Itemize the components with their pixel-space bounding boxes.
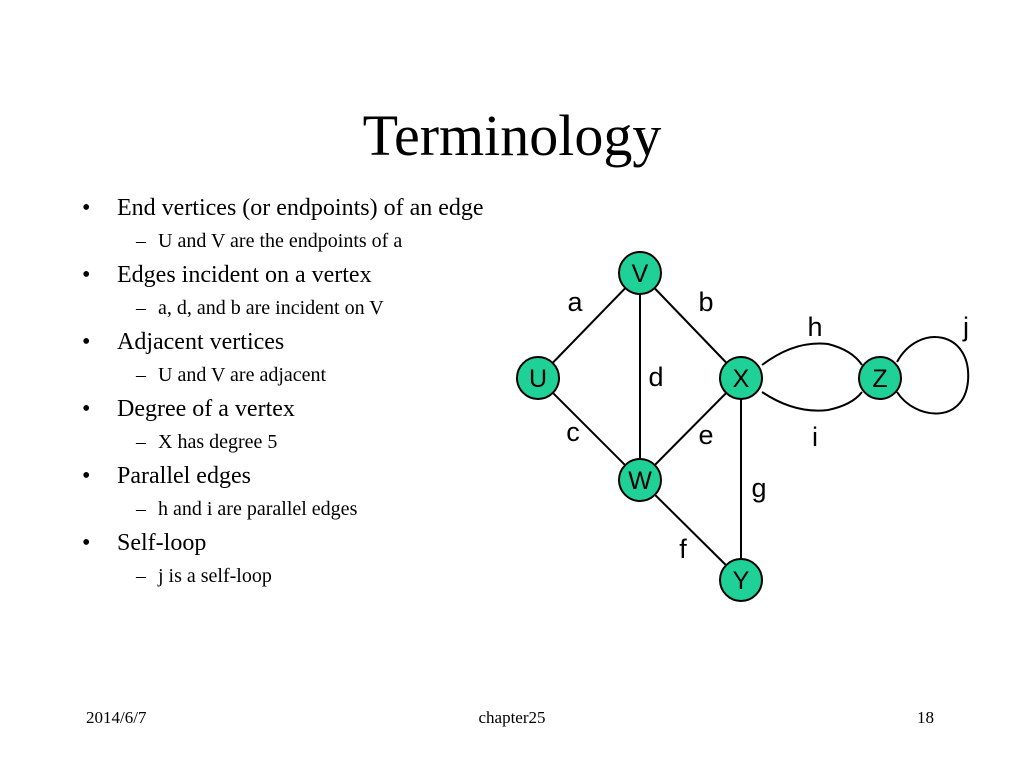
vertex-group [516,251,902,602]
vertex-label-w: W [628,467,652,495]
bullet-item: Degree of a vertex X has degree 5 [76,393,516,456]
sub-bullet-text: a, d, and b are incident on V [113,294,516,322]
edge-f [639,479,742,581]
edge-label-i: i [812,422,818,452]
vertex-z-node [858,356,902,400]
vertex-v-node [618,251,662,295]
sub-list: X has degree 5 [117,428,516,456]
sub-list: U and V are adjacent [117,361,516,389]
vertex-w-node [618,458,662,502]
edge-label-a: a [567,287,583,317]
sub-list: U and V are the endpoints of a [117,227,516,255]
bullet-item: End vertices (or endpoints) of an edge U… [76,192,516,255]
bullet-list: End vertices (or endpoints) of an edge U… [76,192,516,594]
edge-h [761,342,863,366]
sub-bullet-text: j is a self-loop [113,562,516,590]
footer-date: 2014/6/7 [86,708,147,727]
edge-label-d: d [648,362,663,392]
edge-label-f: f [679,534,687,564]
slide-title: Terminology [362,103,662,168]
edge-label-h: h [807,312,822,342]
edge-label-e: e [698,420,713,450]
sub-list: j is a self-loop [117,562,516,590]
sub-bullet-text: h and i are parallel edges [113,495,516,523]
sub-bullet-text: U and V are adjacent [113,361,516,389]
vertex-label-y: Y [733,567,750,595]
sub-bullet-text: U and V are the endpoints of a [113,227,516,255]
bullet-text: Degree of a vertex [117,396,295,422]
sub-list: a, d, and b are incident on V [117,294,516,322]
edge-label-b: b [698,287,713,317]
bullet-item: Adjacent vertices U and V are adjacent [76,326,516,389]
sub-list: h and i are parallel edges [117,495,516,523]
vertex-label-v: V [632,260,649,288]
bullet-text: Parallel edges [117,463,251,489]
edge-i [761,391,863,412]
page-number: 18 [917,708,934,727]
sub-bullet-text: X has degree 5 [113,428,516,456]
bullet-text: Self-loop [117,530,207,556]
edge-b [639,272,742,379]
bullet-item: Edges incident on a vertex a, d, and b a… [76,259,516,322]
vertex-y-node [719,558,763,602]
edge-a [537,272,641,379]
edge-j [896,336,970,415]
bullet-text: Edges incident on a vertex [117,262,372,288]
bullet-text: Adjacent vertices [117,329,285,355]
edge-label-c: c [566,417,580,447]
vertex-label-x: X [733,365,750,393]
vertex-label-z: Z [872,365,887,393]
bullet-item: Parallel edges h and i are parallel edge… [76,460,516,523]
edge-e [639,377,742,481]
edge-label-g: g [751,473,766,503]
footer-center-text: chapter25 [478,708,546,727]
edge-c [537,377,641,481]
bullet-text: End vertices (or endpoints) of an edge [117,195,484,221]
vertex-x-node [719,356,763,400]
vertex-u-node [516,356,560,400]
bullet-item: Self-loop j is a self-loop [76,527,516,590]
vertex-label-u: U [529,365,547,393]
edge-label-j: j [962,312,969,342]
